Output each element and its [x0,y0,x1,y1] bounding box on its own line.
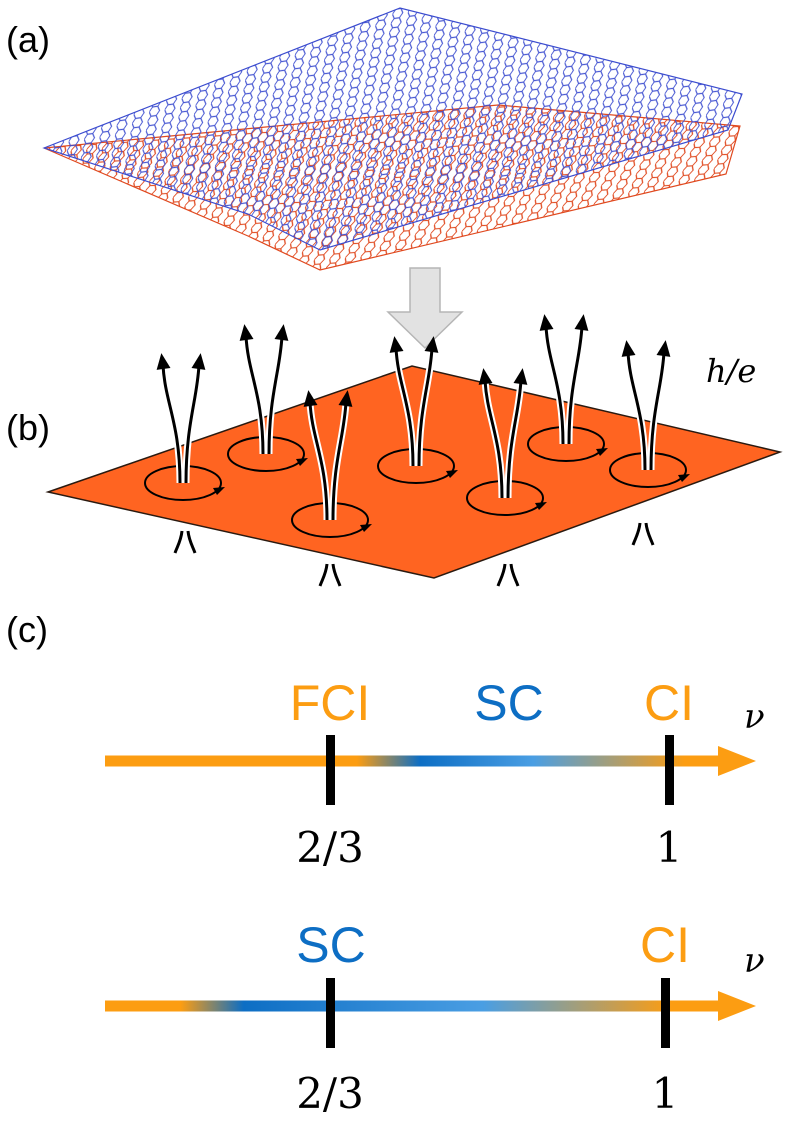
flux-arrowhead [478,368,493,385]
phase-label-fci: FCI [290,675,371,731]
timeline-1-tick-2-3 [326,735,335,805]
circulation-arrowhead [213,487,225,495]
flux-arrowhead [191,353,206,370]
flux-line [308,401,329,521]
flux-line [483,379,504,499]
vortex [466,368,547,516]
flux-arrowhead [621,340,636,357]
flux-line [267,335,284,455]
flux-line [331,401,348,521]
flux-line [173,530,184,554]
flux-line [161,364,182,484]
tick-label-2-3: 2/3 [296,823,364,872]
flux-arrowhead [539,314,554,331]
circulation-arrowhead [596,448,608,456]
flux-line [509,563,520,587]
nu-axis-label: ν [744,941,765,981]
flux-line [567,325,584,445]
tick-label-1: 1 [652,1069,679,1118]
orange-sheet [45,365,783,579]
flux-line-below [173,530,197,554]
flux-line [244,335,265,455]
flux-arrowhead [338,390,353,407]
flux-arrowhead [656,340,671,357]
flux-line [544,325,565,445]
vortex [377,336,458,484]
down-arrow [386,267,464,350]
timeline-2-tick-2-3 [326,978,335,1048]
timeline-2: SC CI 2/3 1 ν [105,917,765,1118]
flux-line [186,530,197,554]
phase-label-ci: CI [640,917,690,973]
flux-line [496,563,507,587]
timeline-1-tick-1 [665,735,674,805]
flux-arrowhead [389,336,404,353]
vortex [144,353,225,501]
panel-a-label: (a) [6,19,50,60]
flux-arrowhead [574,314,589,331]
timeline-2-arrowhead [718,991,756,1021]
circulation-arrowhead [446,470,458,478]
flux-arrowhead [513,368,528,385]
tick-label-2-3: 2/3 [296,1069,364,1118]
vortex [227,324,308,472]
flux-line [184,364,201,484]
flux-arrowhead [424,336,439,353]
flux-arrowhead [274,324,289,341]
lattice-top-layer [42,7,743,251]
flux-line [394,347,415,467]
flux-quantum-label: h/e [706,352,756,390]
flux-line-below [496,563,520,587]
vortex-group [144,314,690,587]
circulation-arrowhead [678,474,690,482]
flux-arrowhead [156,353,171,370]
flux-line [631,522,642,546]
timeline-2-tick-1 [661,978,670,1048]
circulation-arrowhead [296,458,308,466]
flux-arrowhead [303,390,318,407]
vortex [291,390,372,538]
flux-arrowhead [239,324,254,341]
flux-line [506,379,523,499]
flux-line [626,351,647,471]
phase-label-sc: SC [296,917,365,973]
bilayer-lattice [42,7,743,271]
flux-line [331,563,342,587]
circulation-arrowhead [360,524,372,532]
timeline-1: FCI SC CI 2/3 1 ν [105,675,765,872]
vortex [527,314,608,462]
nu-axis-label: ν [744,697,765,737]
panel-b-label: (b) [6,407,50,448]
panel-c-label: (c) [6,609,48,650]
timeline-1-arrowhead [718,746,756,776]
flux-line-below [318,563,342,587]
tick-label-1: 1 [656,823,683,872]
flux-line [417,347,434,467]
flux-line [318,563,329,587]
flux-line-below [631,522,655,546]
flux-line [644,522,655,546]
vortex [609,340,690,488]
phase-label-ci: CI [644,675,694,731]
flux-line [649,351,666,471]
phase-label-sc: SC [474,675,543,731]
circulation-arrowhead [535,502,547,510]
